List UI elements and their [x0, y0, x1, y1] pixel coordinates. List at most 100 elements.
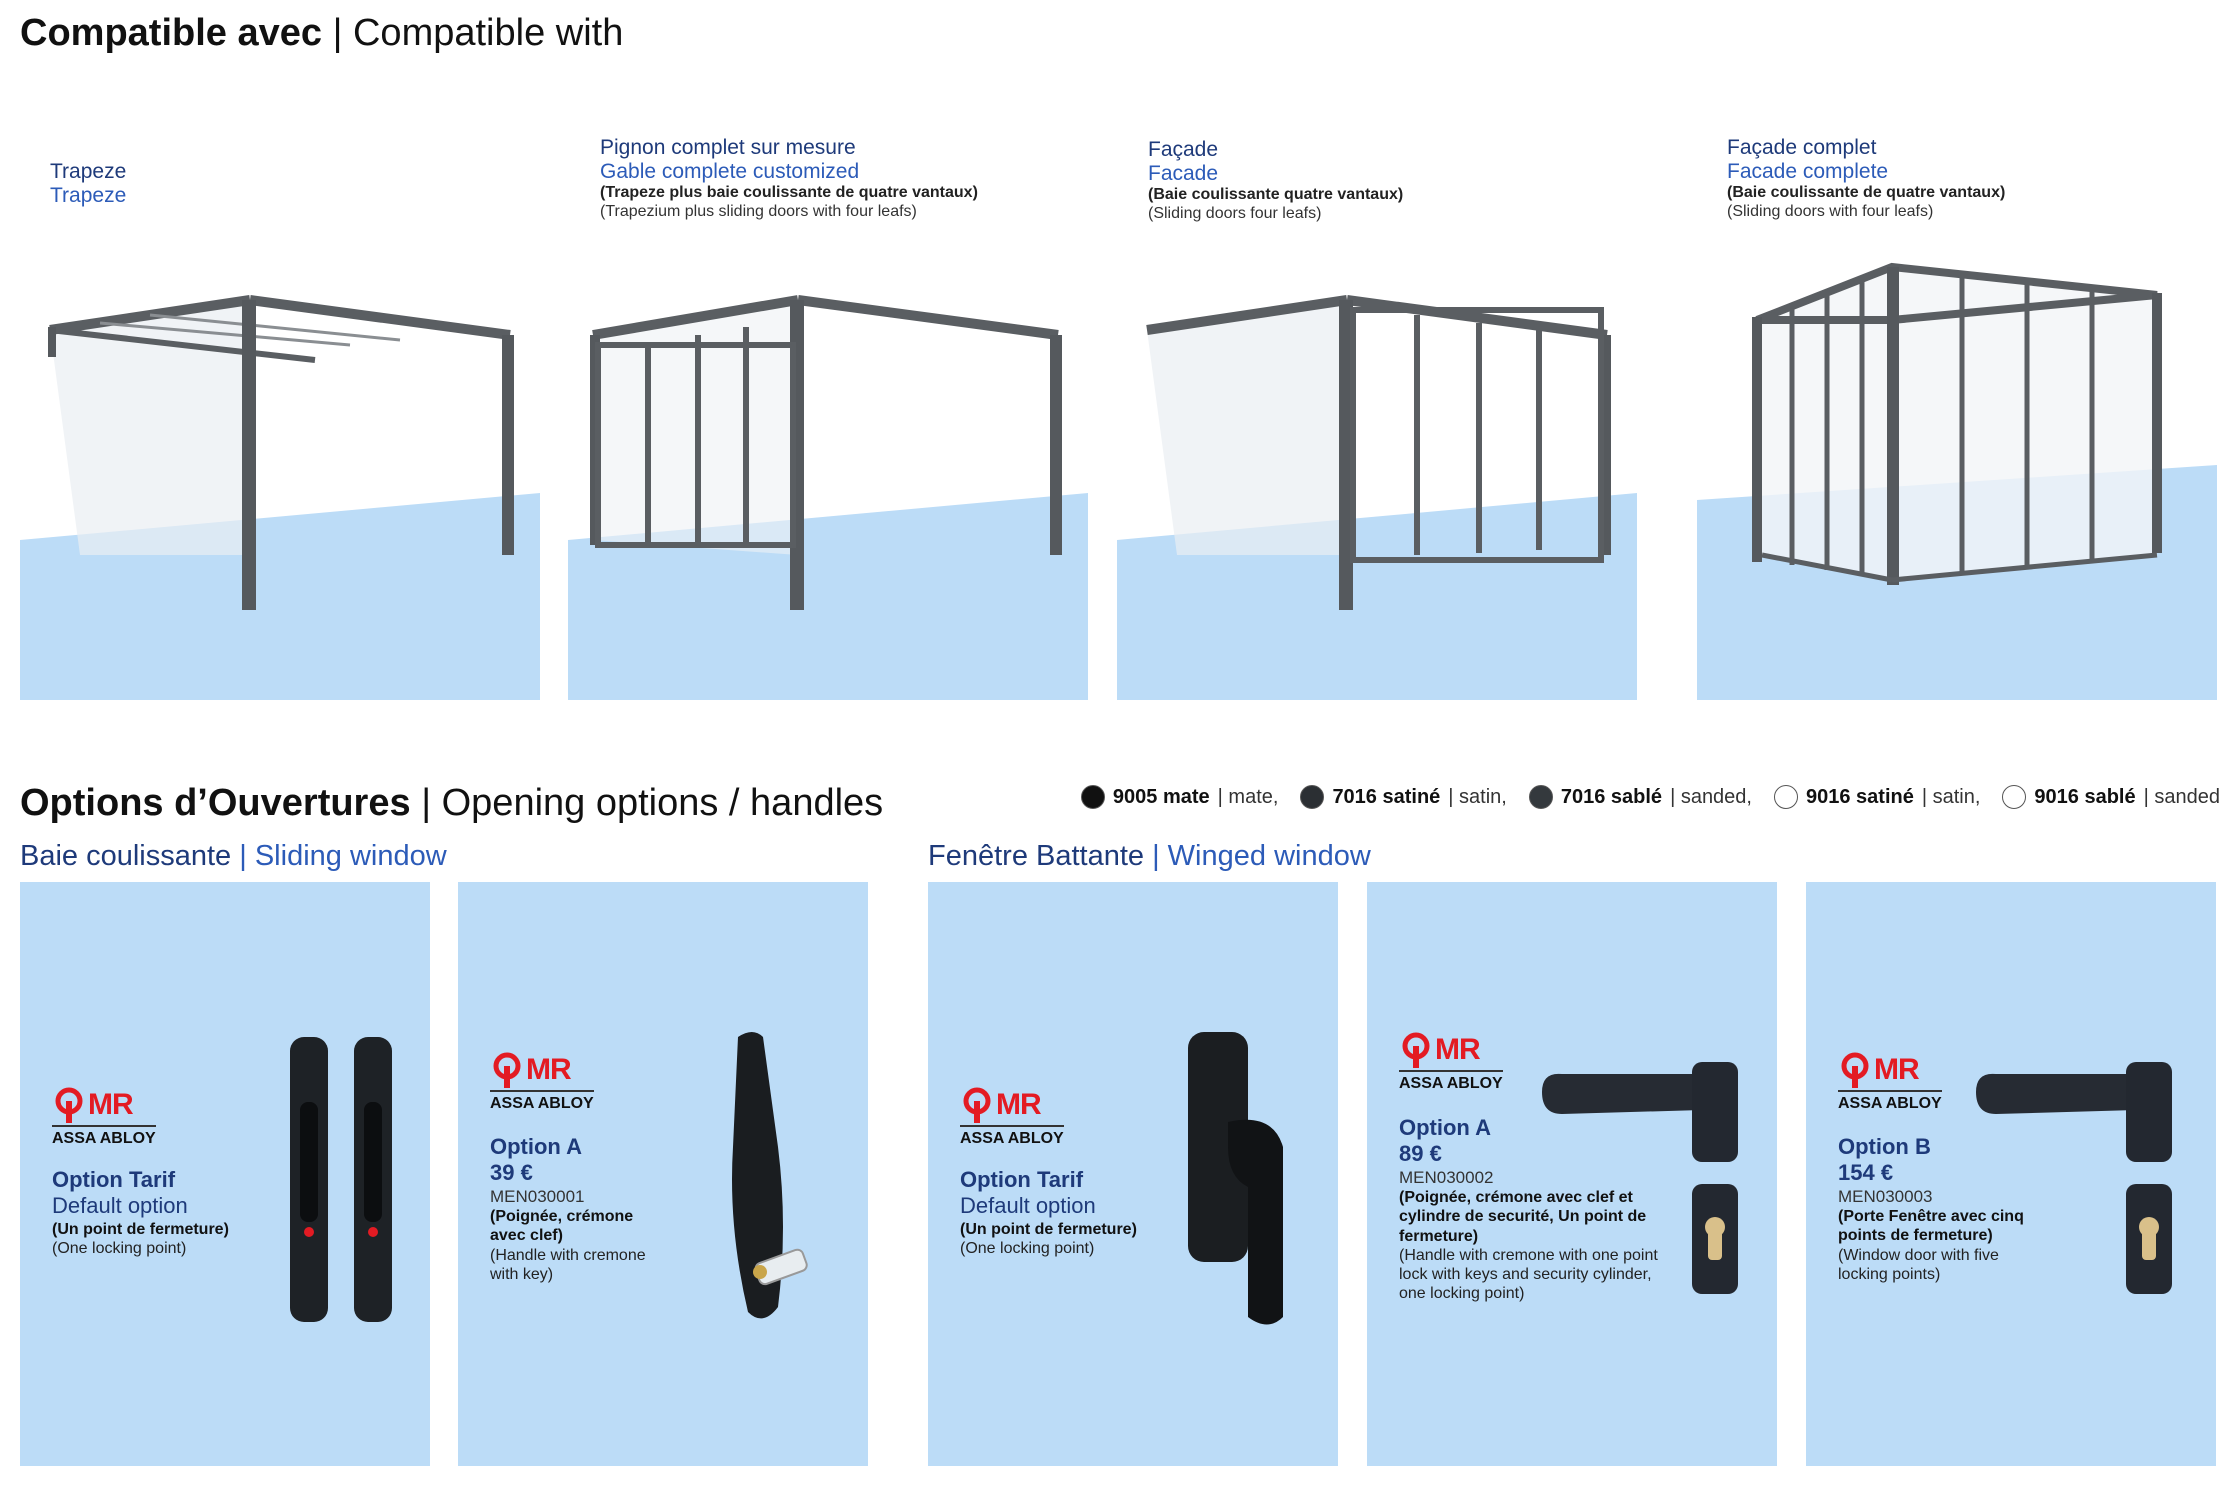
option-desc-en: (One locking point) — [960, 1239, 1095, 1257]
option-desc-fr: (Poignée, crémone avec clef et cylindre … — [1399, 1189, 1647, 1245]
option-name: Option Tarif — [960, 1167, 1084, 1192]
sliding-handle-with-key-image — [708, 1027, 818, 1327]
color-swatch — [1080, 785, 1105, 809]
mr-assa-abloy-logo: MR ASSA ABLOY — [1838, 1052, 1942, 1113]
option-name: Option Tarif — [52, 1167, 176, 1192]
option-desc-fr: (Un point de fermeture) — [52, 1220, 229, 1238]
mr-assa-abloy-logo: MR ASSA ABLOY — [52, 1087, 156, 1148]
compat-label-sub2: (Trapezium plus sliding doors with four … — [600, 202, 917, 220]
trapeze-pergola-image — [20, 255, 540, 700]
option-name-en: Default option — [960, 1193, 1096, 1219]
color-swatch — [2002, 785, 2027, 809]
option-desc-fr: (Un point de fermeture) — [960, 1220, 1137, 1238]
option-card-winged-default[interactable]: MR ASSA ABLOY Option Tarif Default optio… — [928, 882, 1338, 1466]
window-crank-handle-image — [1178, 1027, 1298, 1327]
color-code: 9016 sablé — [2034, 785, 2136, 808]
mr-logo-text: MR — [1435, 1033, 1481, 1066]
compat-label-fr: Façade complet — [1727, 136, 1877, 159]
assa-abloy-text: ASSA ABLOY — [960, 1125, 1064, 1148]
color-code: 9016 satiné — [1806, 785, 1914, 808]
assa-abloy-text: ASSA ABLOY — [1399, 1070, 1503, 1093]
option-desc-fr: (Porte Fenêtre avec cinq points de ferme… — [1838, 1208, 2024, 1245]
mr-logo-text: MR — [88, 1088, 134, 1121]
option-name: Option A — [1399, 1115, 1492, 1140]
mr-assa-abloy-logo: MR ASSA ABLOY — [960, 1087, 1064, 1148]
option-code: MEN030003 — [1838, 1186, 1933, 1206]
options-title-fr: Options d’Ouvertures — [20, 782, 411, 824]
color-option-7016-sable[interactable]: 7016 sablé | sanded, — [1528, 785, 1752, 809]
sliding-heading-en: | Sliding window — [239, 840, 447, 872]
compat-label-en: Facade complete — [1727, 160, 1889, 184]
option-card-sliding-default[interactable]: MR ASSA ABLOY Option Tarif Default optio… — [20, 882, 430, 1466]
winged-heading-fr: Fenêtre Battante — [928, 840, 1145, 872]
color-code: 9005 mate — [1112, 785, 1210, 808]
color-option-7016-satine[interactable]: 7016 satiné | satin, — [1300, 785, 1507, 809]
option-text: Option A 39 € MEN030001 (Poignée, crémon… — [490, 1134, 670, 1284]
gable-pergola-image — [568, 255, 1088, 700]
color-finish: | satin, — [1448, 785, 1507, 808]
compat-label-en: Facade — [1148, 162, 1219, 186]
compat-label-sub: (Baie coulissante de quatre vantaux) — [1727, 184, 2006, 202]
option-card-winged-b[interactable]: MR ASSA ABLOY Option B 154 € MEN030003 (… — [1806, 882, 2216, 1466]
sliding-window-heading: Baie coulissante | Sliding window — [20, 840, 447, 873]
mr-assa-abloy-logo: MR ASSA ABLOY — [1399, 1032, 1503, 1093]
color-option-9016-satine[interactable]: 9016 satiné | satin, — [1774, 785, 1980, 809]
lever-handle-with-cylinder-image — [1532, 1062, 1757, 1312]
compat-label-en: Gable complete customized — [600, 160, 860, 184]
color-swatch — [1528, 785, 1553, 809]
options-title: Options d’Ouvertures | Opening options /… — [20, 782, 883, 825]
option-name-en: Default option — [52, 1193, 188, 1219]
color-option-9005-mate[interactable]: 9005 mate | mate, — [1080, 785, 1278, 809]
option-price: 39 € — [490, 1160, 533, 1186]
mr-logo-icon — [1402, 1032, 1430, 1068]
compat-label-trapeze: Trapeze Trapeze — [50, 160, 126, 208]
compat-label-facade: Façade Facade (Baie coulissante quatre v… — [1148, 138, 1403, 223]
mr-logo-text: MR — [996, 1088, 1042, 1121]
compat-label-gable: Pignon complet sur mesure Gable complete… — [600, 136, 978, 221]
compatible-title-en: | Compatible with — [332, 12, 624, 54]
compatible-title-fr: Compatible avec — [20, 12, 322, 54]
option-card-winged-a[interactable]: MR ASSA ABLOY Option A 89 € MEN030002 (P… — [1367, 882, 1777, 1466]
compat-label-facade-complete: Façade complet Facade complete (Baie cou… — [1727, 136, 2005, 221]
winged-heading-en: | Winged window — [1152, 840, 1371, 872]
color-legend: 9005 mate | mate, 7016 satiné | satin, 7… — [1080, 785, 2220, 809]
color-finish: | sanded — [2143, 785, 2220, 808]
option-code: MEN030001 — [490, 1186, 585, 1206]
mr-logo-icon — [493, 1052, 521, 1088]
assa-abloy-text: ASSA ABLOY — [52, 1125, 156, 1148]
color-swatch — [1300, 785, 1325, 809]
compat-label-sub2: (Sliding doors four leafs) — [1148, 204, 1322, 222]
mr-assa-abloy-logo: MR ASSA ABLOY — [490, 1052, 594, 1113]
option-text: Option B 154 € MEN030003 (Porte Fenêtre … — [1838, 1134, 2048, 1284]
color-finish: | sanded, — [1670, 785, 1752, 808]
sliding-heading-fr: Baie coulissante — [20, 840, 232, 872]
option-desc-fr: (Poignée, crémone avec clef) — [490, 1208, 634, 1245]
color-finish: | satin, — [1921, 785, 1981, 808]
option-text: Option Tarif Default option (Un point de… — [52, 1167, 292, 1258]
color-code: 7016 satiné — [1332, 785, 1441, 808]
mr-logo-icon — [55, 1087, 83, 1123]
color-option-9016-sable[interactable]: 9016 sablé | sanded — [2002, 785, 2220, 809]
color-swatch — [1774, 785, 1798, 809]
facade-complete-pergola-image — [1697, 255, 2217, 700]
assa-abloy-text: ASSA ABLOY — [490, 1090, 594, 1113]
compat-label-sub: (Baie coulissante quatre vantaux) — [1148, 186, 1404, 204]
mr-logo-icon — [963, 1087, 991, 1123]
facade-pergola-image — [1117, 255, 1637, 700]
compat-label-en: Trapeze — [50, 184, 127, 208]
option-price: 89 € — [1399, 1141, 1442, 1167]
option-text: Option A 89 € MEN030002 (Poignée, crémon… — [1399, 1115, 1664, 1303]
mr-logo-text: MR — [1874, 1053, 1920, 1086]
color-code: 7016 sablé — [1560, 785, 1663, 808]
mr-logo-icon — [1841, 1052, 1869, 1088]
option-code: MEN030002 — [1399, 1167, 1494, 1187]
option-card-sliding-a[interactable]: MR ASSA ABLOY Option A 39 € MEN030001 (P… — [458, 882, 868, 1466]
option-desc-en: (Window door with five locking points) — [1838, 1246, 1999, 1283]
compat-label-sub: (Trapeze plus baie coulissante de quatre… — [600, 184, 978, 202]
option-price: 154 € — [1838, 1160, 1894, 1186]
compat-label-fr: Pignon complet sur mesure — [600, 136, 856, 159]
options-title-en: | Opening options / handles — [421, 782, 884, 824]
option-desc-en: (One locking point) — [52, 1239, 187, 1257]
winged-window-heading: Fenêtre Battante | Winged window — [928, 840, 1371, 873]
mr-logo-text: MR — [526, 1053, 572, 1086]
